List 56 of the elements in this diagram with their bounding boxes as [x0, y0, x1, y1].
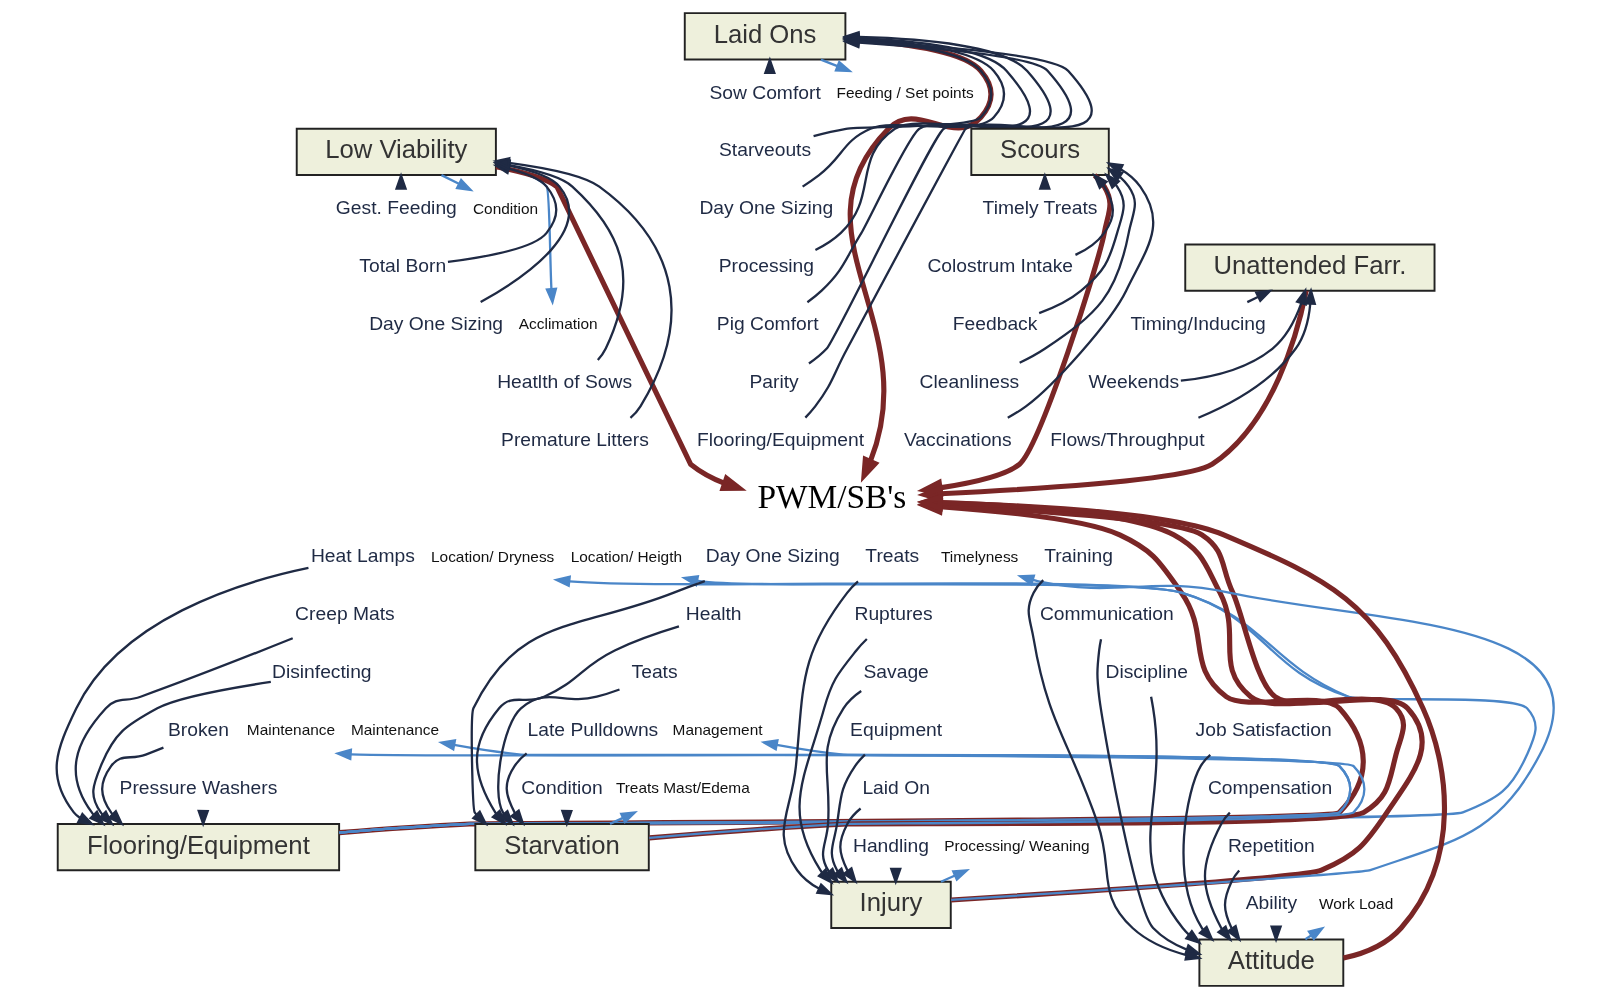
node-text: Broken	[167, 718, 229, 740]
node-text: Flooring/Equipment	[696, 428, 865, 450]
node-text: Pig Comfort	[716, 312, 819, 334]
node-text: Treats	[865, 545, 920, 567]
node-text: Day One Sizing	[369, 312, 504, 334]
node-text: Disinfecting	[271, 661, 372, 683]
node-text: Location/ Heigth	[570, 547, 682, 565]
node-text: Management	[672, 721, 763, 739]
node-text: Location/ Dryness	[431, 547, 555, 565]
node-text: Maintenance	[246, 721, 336, 739]
node-text: Premature Litters	[501, 428, 649, 450]
node-text: Late Pulldowns	[527, 718, 659, 740]
node-text: Equipment	[850, 718, 943, 740]
node-text: Treats Mast/Edema	[615, 779, 750, 797]
node-text: Laid On	[862, 776, 930, 798]
node-text: Flows/Throughput	[1050, 428, 1205, 450]
node-text: Total Born	[359, 255, 447, 277]
node-text: Vaccinations	[903, 428, 1012, 450]
node-text: Day One Sizing	[705, 545, 840, 567]
node-text: Savage	[863, 661, 929, 683]
node-text: Repetition	[1227, 834, 1315, 856]
node-text: Cleanliness	[919, 370, 1020, 392]
node-text: Condition	[521, 776, 603, 798]
node-text: Job Satisfaction	[1195, 718, 1332, 740]
node-text: Ruptures	[854, 603, 933, 625]
node-text: Ability	[1245, 892, 1298, 914]
node-text: Sow Comfort	[709, 81, 821, 103]
node-text: Processing/ Weaning	[944, 837, 1090, 855]
node-text: Timing/Inducing	[1130, 312, 1266, 334]
node-text: Compensation	[1207, 776, 1333, 798]
node-text: Colostrum Intake	[927, 255, 1074, 277]
node-text: Timelyness	[940, 547, 1019, 565]
node-text: Feedback	[952, 312, 1038, 334]
node-text: Teats	[631, 661, 678, 683]
node-text: Weekends	[1088, 370, 1180, 392]
node-text: Acclimation	[518, 315, 598, 333]
node-text: Parity	[749, 370, 799, 392]
node-text: Heat Lamps	[310, 545, 415, 567]
node-text: Discipline	[1105, 661, 1188, 683]
node-text: Creep Mats	[295, 603, 395, 625]
node-text: Health	[685, 603, 742, 625]
node-text: Feeding / Set points	[836, 84, 974, 102]
node-text: Heatlth of Sows	[497, 370, 633, 392]
node-text: Work Load	[1319, 894, 1394, 912]
node-text: Starveouts	[719, 139, 812, 161]
node-text: Communication	[1039, 603, 1174, 625]
node-text: Condition	[472, 199, 539, 217]
node-text: PWM/SB's	[757, 477, 907, 515]
node-text: Gest. Feeding	[335, 197, 457, 219]
node-text: Day One Sizing	[699, 197, 834, 219]
node-text: Training	[1044, 545, 1114, 567]
node-text: Maintenance	[350, 721, 440, 739]
node-text: Pressure Washers	[119, 776, 278, 798]
node-text: Timely Treats	[982, 197, 1098, 219]
node-text: Handling	[852, 834, 930, 856]
node-text: Processing	[718, 255, 815, 277]
